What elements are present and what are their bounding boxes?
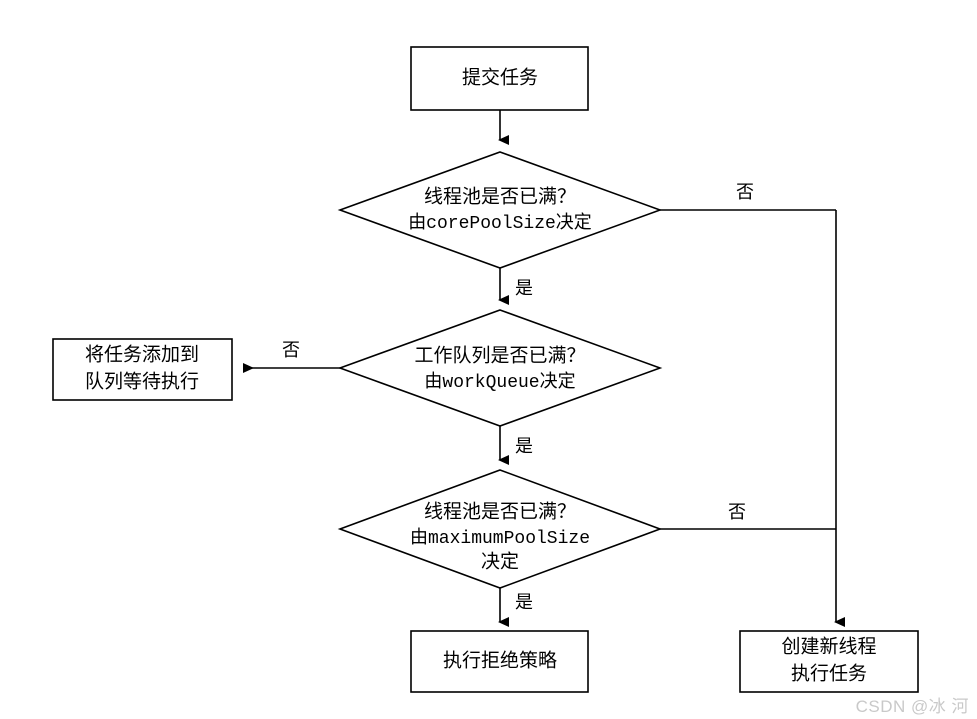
node-maximum-pool-full-label-1: 线程池是否已满？: [424, 500, 576, 522]
node-core-pool-full-decision: [337, 151, 663, 269]
node-create-new-thread-label-1: 创建新线程: [781, 635, 876, 657]
node-execute-reject-policy-label-1: 执行拒绝策略: [443, 649, 557, 671]
node-core-pool-full-label-2: 由corePoolSize决定: [408, 212, 592, 234]
node-work-queue-full-label-1: 工作队列是否已满？: [414, 344, 585, 366]
node-submit-task: [410, 46, 589, 111]
node-work-queue-full-label-2: 由workQueue决定: [424, 371, 575, 393]
edge-label-max-yes: 是: [515, 592, 533, 612]
node-create-new-thread-label-2: 执行任务: [791, 662, 867, 684]
node-maximum-pool-full-label-3: 决定: [481, 550, 519, 572]
node-submit-task-label-1: 提交任务: [462, 66, 538, 88]
node-create-new-thread: [739, 630, 919, 693]
edge-label-core-no: 否: [736, 182, 754, 202]
edge-label-core-yes: 是: [515, 278, 533, 298]
node-add-task-to-queue: [52, 338, 233, 401]
csdn-watermark: CSDN @冰 河: [855, 697, 969, 716]
node-execute-reject-policy: [410, 630, 589, 693]
node-add-task-to-queue-label-1: 将任务添加到: [85, 343, 199, 365]
node-maximum-pool-full-label-2: 由maximumPoolSize: [410, 527, 590, 549]
edge-label-max-no: 否: [728, 502, 746, 522]
edge-label-queue-yes: 是: [515, 436, 533, 456]
node-work-queue-full-decision: [337, 309, 663, 427]
node-maximum-pool-full-decision: [337, 469, 663, 589]
edge-label-queue-no: 否: [282, 340, 300, 360]
node-core-pool-full-label-1: 线程池是否已满？: [424, 185, 576, 207]
node-add-task-to-queue-label-2: 队列等待执行: [85, 370, 199, 392]
